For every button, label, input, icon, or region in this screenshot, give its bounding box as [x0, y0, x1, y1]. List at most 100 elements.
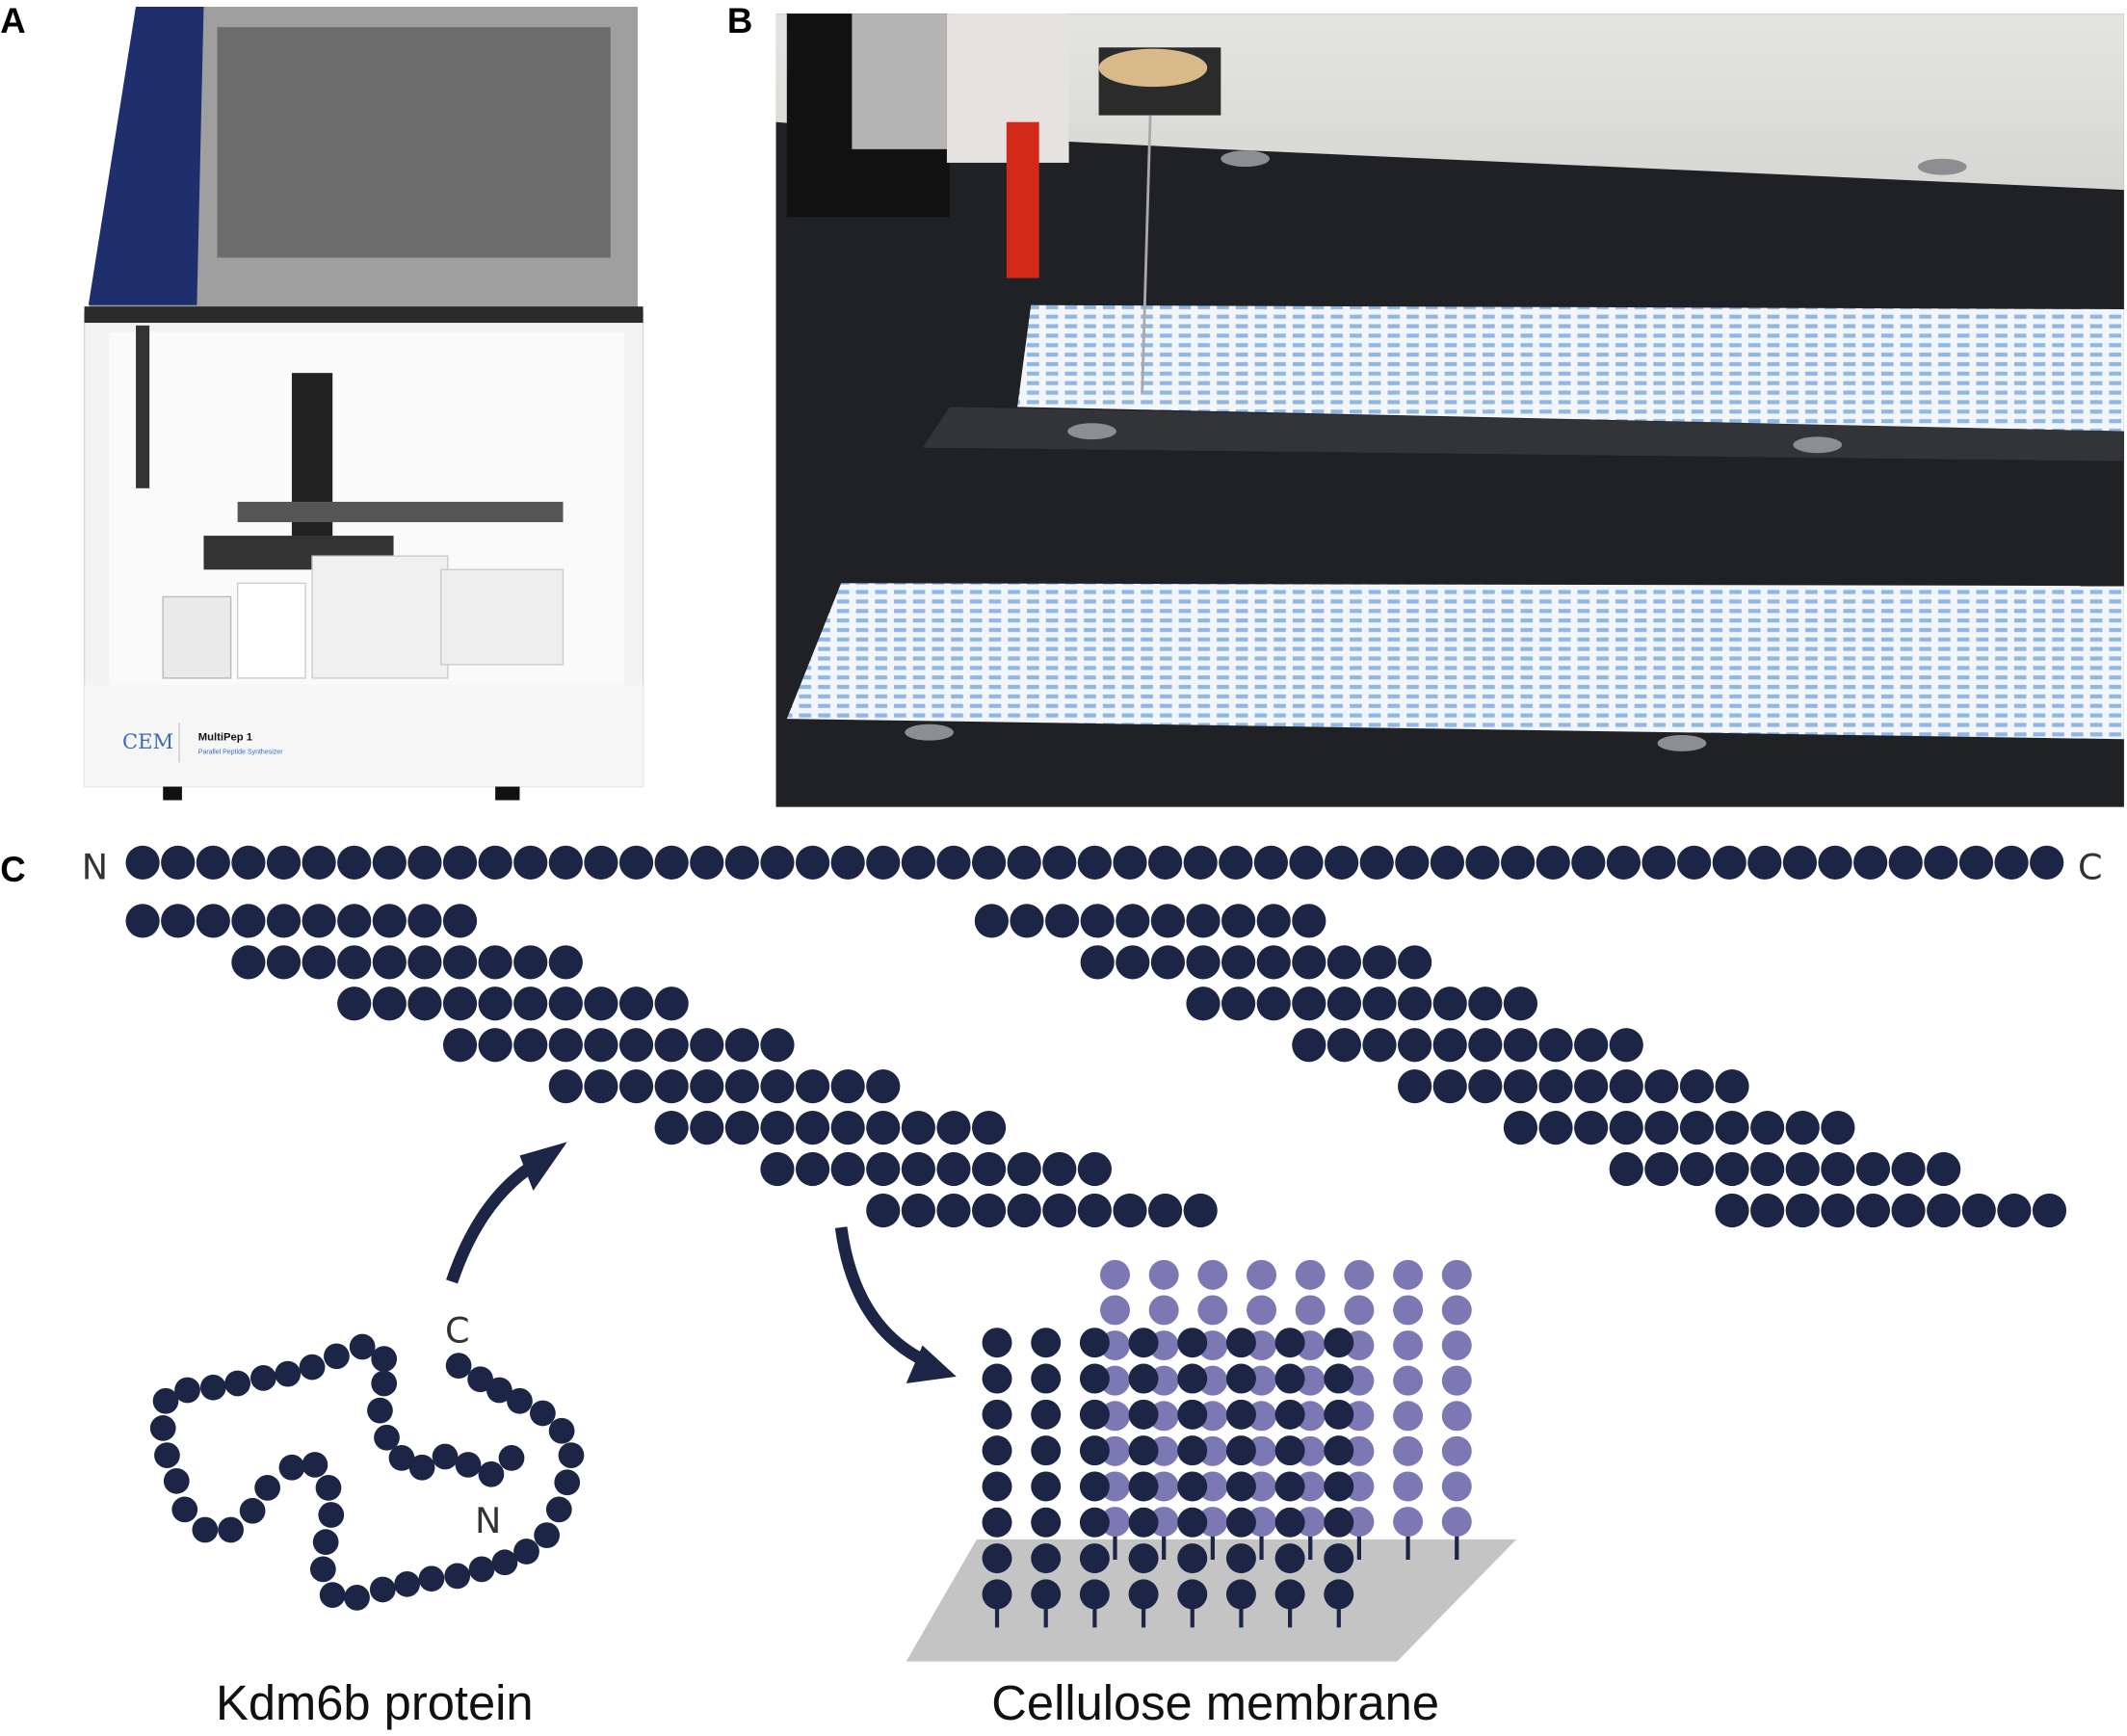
front-peptide-residue-dot — [982, 1507, 1012, 1538]
front-peptide-residue-dot — [1079, 1471, 1110, 1502]
peptide-residue-dot — [1997, 1193, 2032, 1228]
residue-dot — [548, 845, 583, 880]
peptide-residue-dot — [548, 945, 583, 980]
peptide-residue-dot — [1785, 1151, 1820, 1187]
protein-residue-dot — [491, 1549, 518, 1576]
residue-dot — [654, 845, 689, 880]
back-peptide-residue-dot — [1393, 1471, 1424, 1502]
residue-dot — [1818, 845, 1852, 880]
back-peptide-residue-dot — [1393, 1365, 1424, 1396]
peptide-residue-dot — [1715, 1110, 1749, 1145]
peptide-residue-dot — [1116, 945, 1150, 980]
panel-label-b: B — [727, 1, 752, 40]
peptide-residue-dot — [1113, 1193, 1147, 1228]
peptide-residue-dot — [1432, 986, 1467, 1021]
front-peptide-residue-dot — [982, 1399, 1012, 1430]
peptide-residue-dot — [901, 1110, 935, 1145]
peptide-residue-dot — [372, 945, 407, 980]
front-peptide-residue-dot — [1225, 1543, 1256, 1574]
front-peptide-residue-dot — [1177, 1399, 1208, 1430]
protein-residue-dot — [445, 1353, 472, 1380]
front-peptide-residue-dot — [1031, 1399, 1062, 1430]
protein-residue-dot — [299, 1354, 326, 1381]
protein-residue-dot — [254, 1474, 280, 1501]
peptide-residue-dot — [1750, 1151, 1785, 1187]
full-sequence-residues — [125, 845, 2064, 880]
front-peptide-residue-dot — [1128, 1399, 1159, 1430]
front-peptide-residue-dot — [1324, 1435, 1354, 1466]
peptide-residue-dot — [548, 1069, 583, 1104]
peptide-residue-dot — [1609, 1110, 1643, 1145]
peptide-residue-dot — [442, 1028, 478, 1063]
residue-dot — [2030, 845, 2064, 880]
residue-dot — [866, 845, 901, 880]
peptide-residue-dot — [690, 1110, 724, 1145]
protein-residue-dot — [455, 1452, 482, 1478]
front-peptide-residue-dot — [1177, 1543, 1208, 1574]
front-peptide-residue-dot — [1324, 1543, 1354, 1574]
peptide-residue-dot — [1821, 1193, 1855, 1228]
peptide-residue-dot — [618, 986, 654, 1021]
peptide-residue-dot — [654, 1110, 689, 1145]
peptide-residue-dot — [1326, 986, 1362, 1021]
peptide-residue-dot — [478, 1028, 512, 1063]
peptide-residue-dot — [1221, 904, 1256, 938]
protein-residue-dot — [468, 1556, 495, 1583]
residue-dot — [1147, 845, 1183, 880]
back-peptide-residue-dot — [1100, 1295, 1130, 1326]
back-peptide-residue-dot — [1148, 1295, 1179, 1326]
front-peptide-residue-dot — [1324, 1328, 1354, 1358]
peptide-residue-dot — [584, 1069, 618, 1104]
protein-residue-dot — [309, 1556, 336, 1583]
front-peptide-residue-dot — [1177, 1435, 1208, 1466]
peptide-residue-dot — [1398, 986, 1432, 1021]
front-peptide-residue-dot — [1324, 1399, 1354, 1430]
protein-residue-dot — [312, 1529, 339, 1556]
residue-dot — [1712, 845, 1746, 880]
peptide-residue-dot — [866, 1110, 901, 1145]
front-peptide-residue-dot — [1324, 1507, 1354, 1538]
peptide-residue-dot — [760, 1028, 795, 1063]
protein-residue-dot — [467, 1366, 494, 1393]
peptide-residue-dot — [196, 904, 230, 938]
protein-residue-dot — [369, 1576, 396, 1603]
protein-residue-dot — [174, 1377, 200, 1404]
peptide-residue-dot — [1432, 1069, 1467, 1104]
peptide-residue-dot — [618, 1028, 654, 1063]
front-peptide-residue-dot — [1177, 1579, 1208, 1610]
protein-residue-dot — [371, 1370, 398, 1397]
front-peptide-residue-dot — [1324, 1363, 1354, 1394]
protein-residue-dot — [149, 1415, 176, 1441]
peptide-residue-dot — [1042, 1151, 1077, 1187]
protein-residue-dot — [319, 1582, 346, 1608]
residue-dot — [830, 845, 865, 880]
front-peptide-residue-dot — [1031, 1328, 1062, 1358]
back-peptide-residue-dot — [1441, 1435, 1472, 1466]
peptide-residue-dot — [1574, 1069, 1609, 1104]
peptide-residue-dot — [1538, 1028, 1573, 1063]
peptide-residue-dot — [1785, 1110, 1820, 1145]
membrane-peptides-back — [1100, 1259, 1472, 1560]
protein-residue-dot — [152, 1387, 179, 1414]
peptide-residue-dot — [1574, 1110, 1609, 1145]
peptide-residue-dot — [1044, 904, 1080, 938]
front-peptide-residue-dot — [1128, 1507, 1159, 1538]
peptide-residue-dot — [442, 986, 478, 1021]
peptide-residue-dot — [795, 1151, 830, 1187]
arrow-peptides-to-membrane — [834, 1226, 932, 1369]
membrane-peptides-front — [982, 1328, 1354, 1628]
peptide-residue-dot — [1927, 1151, 1961, 1187]
protein-c-terminus-label: C — [445, 1310, 470, 1352]
residue-dot — [618, 845, 654, 880]
peptide-residue-dot — [1007, 1193, 1041, 1228]
residue-dot — [1253, 845, 1288, 880]
front-peptide-residue-dot — [1079, 1363, 1110, 1394]
protein-residue-dot — [192, 1516, 219, 1543]
protein-residue-dot — [432, 1443, 459, 1470]
protein-residue-dot — [498, 1445, 525, 1471]
front-peptide-residue-dot — [1324, 1471, 1354, 1502]
panel-b-membrane-photo: B — [727, 1, 2124, 807]
front-peptide-residue-dot — [1031, 1543, 1062, 1574]
residue-dot — [1782, 845, 1818, 880]
